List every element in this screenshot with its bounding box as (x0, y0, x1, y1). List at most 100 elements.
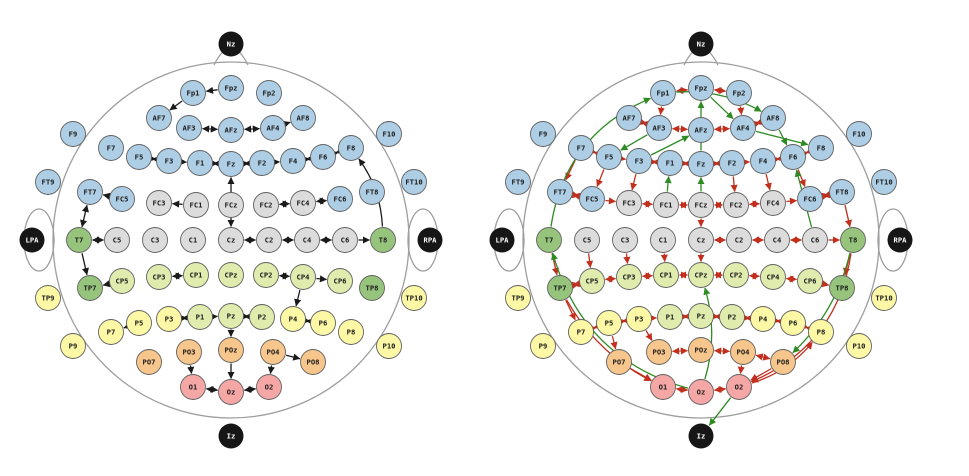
electrode-label: F4 (289, 157, 298, 166)
electrode-P3: P3 (626, 306, 652, 332)
electrode-F3: F3 (626, 148, 652, 174)
electrode-circle (764, 227, 790, 253)
connection-CP4-CP6 (785, 275, 798, 283)
electrode-FC2: FC2 (253, 192, 279, 218)
electrode-F3: F3 (156, 148, 182, 174)
electrode-label: FC6 (334, 195, 347, 204)
electrode-label: P9 (539, 342, 548, 351)
electrode-label: POz (225, 346, 238, 355)
electrode-label: F6 (789, 153, 798, 162)
electrode-label: PO4 (737, 348, 750, 357)
electrode-circle (657, 150, 683, 176)
electrode-circle (719, 304, 745, 330)
electrode-label: FC1 (660, 201, 673, 210)
connection-T7-TP7 (81, 253, 89, 276)
electrode-label: PO3 (653, 348, 666, 357)
electrode-label: AF7 (623, 114, 636, 123)
electrode-circle (294, 227, 320, 253)
electrode-circle (730, 339, 756, 365)
electrode-label: P10 (853, 342, 866, 351)
electrode-circle (249, 304, 275, 330)
connection-TP7-CP5 (571, 280, 581, 289)
electrode-label: P1 (666, 313, 675, 322)
electrode-circle (35, 285, 61, 311)
electrode-AFz: AFz (688, 117, 714, 143)
electrode-label: F2 (258, 159, 267, 168)
electrode-circle (98, 319, 124, 345)
electrode-circle (218, 379, 244, 405)
electrode-label: FT7 (554, 188, 567, 197)
electrode-Nz: Nz (688, 31, 714, 57)
connection-POz-PO4 (714, 347, 730, 355)
electrode-circle (218, 227, 244, 253)
electrode-circle (616, 105, 642, 131)
electrode-label: AF4 (737, 124, 750, 133)
electrode-label: Fpz (225, 84, 238, 93)
electrode-AF4: AF4 (730, 115, 756, 141)
electrode-circle (688, 192, 714, 218)
electrode-circle (760, 190, 786, 216)
electrode-label: RPA (424, 236, 438, 245)
electrode-label: FC2 (260, 201, 273, 210)
connection-F6-F8 (800, 147, 814, 158)
electrode-label: CPz (695, 271, 708, 280)
electrode-P7: P7 (568, 319, 594, 345)
electrode-P6: P6 (310, 310, 336, 336)
electrode-circle (574, 227, 600, 253)
electrode-label: F1 (196, 159, 205, 168)
connection-FC4-FC6 (315, 197, 328, 205)
electrode-circle (401, 285, 427, 311)
electrode-circle (77, 275, 103, 301)
electrode-circle (218, 75, 244, 101)
electrode-Nz: Nz (218, 31, 244, 57)
electrode-label: AF4 (267, 124, 280, 133)
electrode-C3: C3 (612, 227, 638, 253)
electrode-label: P4 (759, 315, 768, 324)
electrode-label: CP1 (190, 271, 203, 280)
electrode-circle (290, 190, 316, 216)
electrode-F8: F8 (338, 135, 364, 161)
electrode-C6: C6 (802, 227, 828, 253)
electrode-Fp1: Fp1 (180, 80, 206, 106)
electrode-label: LPA (26, 236, 40, 245)
electrode-label: C5 (113, 236, 122, 245)
connection-F6-F8 (330, 147, 344, 158)
electrode-label: FT9 (42, 178, 55, 187)
electrode-label: P8 (817, 328, 826, 337)
electrode-F6: F6 (780, 144, 806, 170)
electrode-circle (606, 349, 632, 375)
electrode-circle (688, 423, 714, 449)
electrode-circle (280, 306, 306, 332)
electrode-circle (612, 227, 638, 253)
electrode-FC1: FC1 (183, 192, 209, 218)
electrode-circle (327, 186, 353, 212)
electrode-label: F5 (135, 153, 144, 162)
connection-TP7-P7 (565, 299, 576, 321)
electrode-label: Oz (227, 388, 236, 397)
connection-FC2-FC4 (279, 200, 290, 208)
electrode-AF7: AF7 (146, 105, 172, 131)
head-outline (52, 61, 410, 419)
electrode-circle (505, 169, 531, 195)
electrode-label: F8 (347, 144, 356, 153)
electrode-C5: C5 (104, 227, 130, 253)
electrode-POz: POz (688, 337, 714, 363)
electrode-circle (547, 179, 573, 205)
electrode-circle (260, 115, 286, 141)
electrode-circle (650, 374, 676, 400)
electrode-label: TP9 (512, 294, 525, 303)
electrode-F8: F8 (808, 135, 834, 161)
electrode-label: FT7 (84, 188, 97, 197)
electrode-circle (370, 227, 396, 253)
electrode-label: FC6 (804, 195, 817, 204)
electrode-label: FT9 (512, 178, 525, 187)
electrode-C3: C3 (142, 227, 168, 253)
electrode-circle (530, 121, 556, 147)
electrode-circle (176, 115, 202, 141)
electrode-circle (840, 227, 866, 253)
electrode-AFz: AFz (218, 117, 244, 143)
electrode-circle (657, 304, 683, 330)
connection-AFz-AF4 (714, 125, 730, 133)
connection-CP2-CP4 (279, 272, 290, 280)
connection-FT8-T8 (844, 205, 852, 228)
